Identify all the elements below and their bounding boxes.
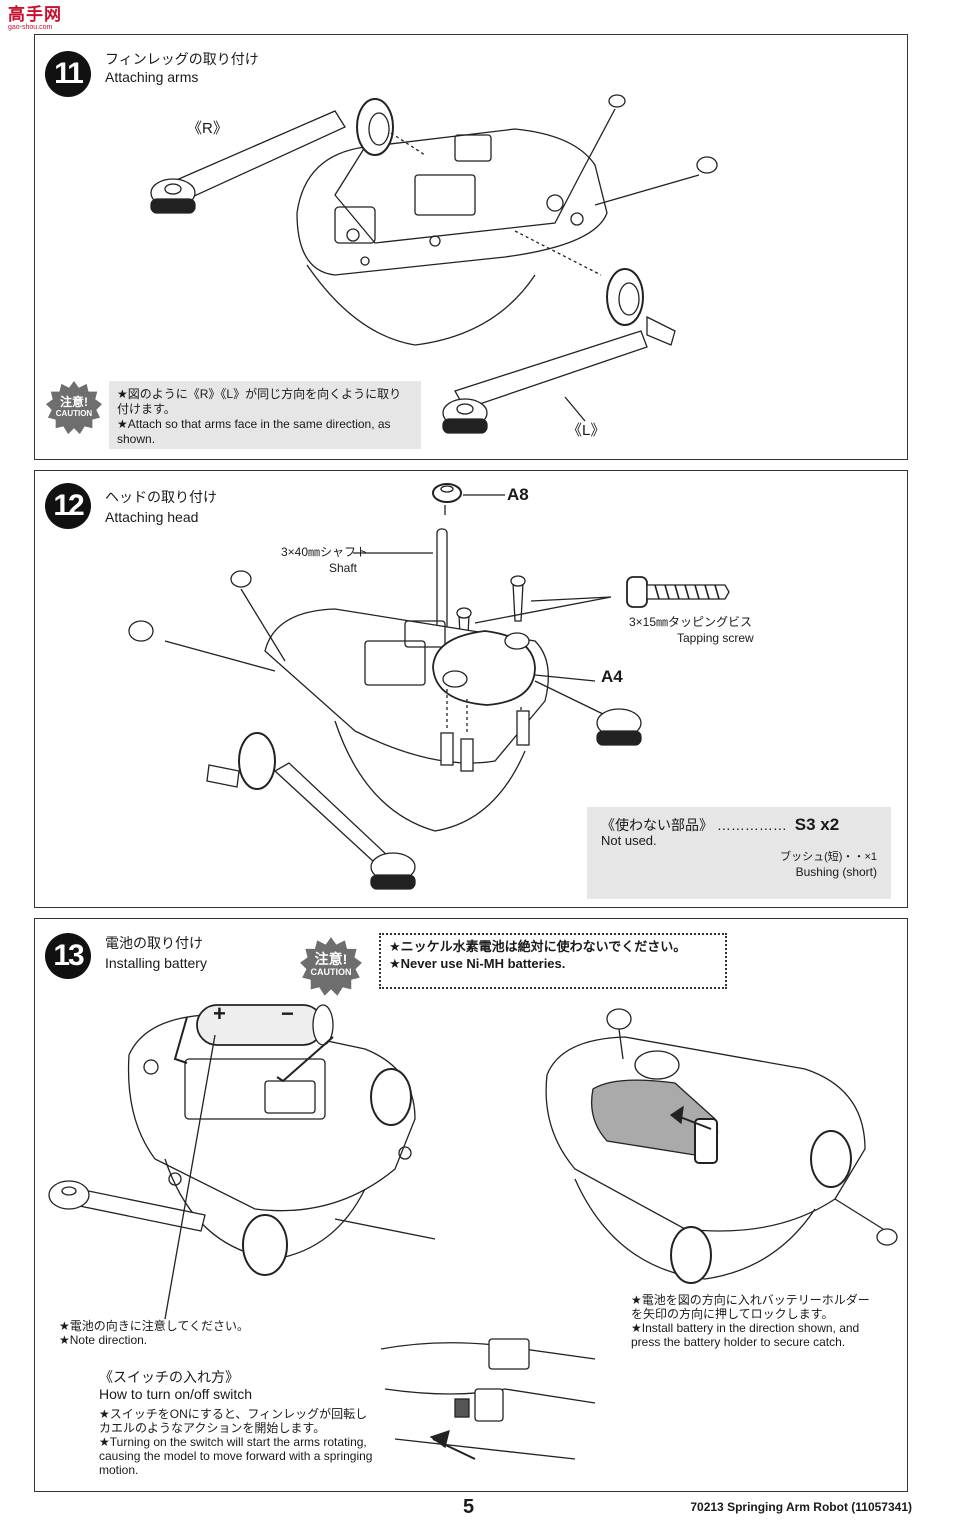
product-code: 70213 Springing Arm Robot (11057341) xyxy=(690,1500,912,1514)
step-12-panel: 12 ヘッドの取り付け Attaching head xyxy=(34,470,908,908)
step-number: 11 xyxy=(45,51,91,97)
caution-note-jp: ★図のように《R》《L》が同じ方向を向くように取り付けます。 xyxy=(117,387,402,416)
step-11-panel: 11 フィンレッグの取り付け Attaching arms xyxy=(34,34,908,460)
logo-text: 高手网 xyxy=(8,5,62,24)
caution-badge-jp: 注意! xyxy=(314,951,348,967)
install-note: ★電池を図の方向に入れバッテリーホルダーを矢印の方向に押してロックします。 ★I… xyxy=(631,1293,875,1349)
note-direction-en: ★Note direction. xyxy=(59,1333,148,1347)
screw-label-en: Tapping screw xyxy=(677,631,754,645)
unused-part-jp: ブッシュ(短)・・×1 xyxy=(780,851,877,863)
caution-note-en: ★Attach so that arms face in the same di… xyxy=(117,417,391,446)
note-direction-jp: ★電池の向きに注意してください。 xyxy=(59,1319,250,1333)
step-number: 13 xyxy=(45,933,91,979)
shaft-label-en: Shaft xyxy=(329,561,358,575)
caution-note: ★ニッケル水素電池は絶対に使わないでください。 ★Never use Ni-MH… xyxy=(379,933,727,989)
unused-part-en: Bushing (short) xyxy=(795,865,877,879)
switch-text-en: ★Turning on the switch will start the ar… xyxy=(99,1435,373,1477)
unused-title-jp: 《使わない部品》 xyxy=(601,817,713,833)
page-number: 5 xyxy=(463,1496,475,1518)
unused-dots: …………… xyxy=(716,817,787,833)
left-arm-label: 《L》 xyxy=(567,422,606,439)
arm-assembly-drawing xyxy=(150,94,718,434)
part-a8-label: A8 xyxy=(507,485,529,504)
step-13-panel: 13 電池の取り付け Installing battery 注意! CAUTIO… xyxy=(34,918,908,1492)
caution-badge-icon xyxy=(45,380,103,435)
step-title-en: Attaching arms xyxy=(105,69,199,85)
step-title-en: Attaching head xyxy=(105,509,199,525)
unused-title-en: Not used. xyxy=(601,833,657,848)
step-title-en: Installing battery xyxy=(105,955,207,971)
battery-install-drawing xyxy=(48,1004,898,1467)
screw-label-jp: 3×15㎜タッピングビス xyxy=(629,615,753,629)
caution-note: ★図のように《R》《L》が同じ方向を向くように取り付けます。 ★Attach s… xyxy=(109,381,421,449)
caution-badge-en: CAUTION xyxy=(55,409,93,418)
part-a4-label: A4 xyxy=(601,667,623,686)
shaft-label-jp: 3×40㎜シャフト xyxy=(281,545,369,559)
right-arm-label: 《R》 xyxy=(187,120,228,137)
unused-title-row: 《使わない部品》 …………… S3 x2 xyxy=(601,815,877,834)
caution-badge-icon xyxy=(300,937,362,996)
install-note-en: ★Install battery in the direction shown,… xyxy=(631,1321,860,1349)
logo-url: gao-shou.com xyxy=(8,24,53,31)
head-assembly-drawing xyxy=(128,483,730,890)
caution-badge-en: CAUTION xyxy=(310,967,352,977)
note-direction: ★電池の向きに注意してください。 ★Note direction. xyxy=(59,1319,319,1347)
unused-part-code: S3 x2 xyxy=(794,815,840,834)
caution-badge-jp: 注意! xyxy=(60,395,88,409)
step-title-jp: フィンレッグの取り付け xyxy=(105,51,259,67)
switch-title-jp: 《スイッチの入れ方》 xyxy=(99,1369,239,1385)
caution-note-en: ★Never use Ni-MH batteries. xyxy=(389,956,566,971)
switch-instructions: 《スイッチの入れ方》 How to turn on/off switch ★スイ… xyxy=(99,1369,373,1477)
step-title-jp: 電池の取り付け xyxy=(105,935,203,951)
battery-minus-sign: − xyxy=(281,1001,294,1026)
site-logo: 高手网 gao-shou.com xyxy=(8,6,68,38)
install-note-jp: ★電池を図の方向に入れバッテリーホルダーを矢印の方向に押してロックします。 xyxy=(631,1293,870,1321)
switch-text-jp: ★スイッチをONにすると、フィンレッグが回転しカエルのようなアクションを開始しま… xyxy=(99,1407,368,1435)
step-number: 12 xyxy=(45,483,91,529)
step-title-jp: ヘッドの取り付け xyxy=(105,489,217,505)
unused-parts-box: 《使わない部品》 …………… S3 x2 Not used. ブッシュ(短)・・… xyxy=(587,807,891,899)
caution-note-jp: ★ニッケル水素電池は絶対に使わないでください。 xyxy=(389,939,687,954)
battery-plus-sign: + xyxy=(213,1001,226,1026)
switch-title-en: How to turn on/off switch xyxy=(99,1386,253,1402)
